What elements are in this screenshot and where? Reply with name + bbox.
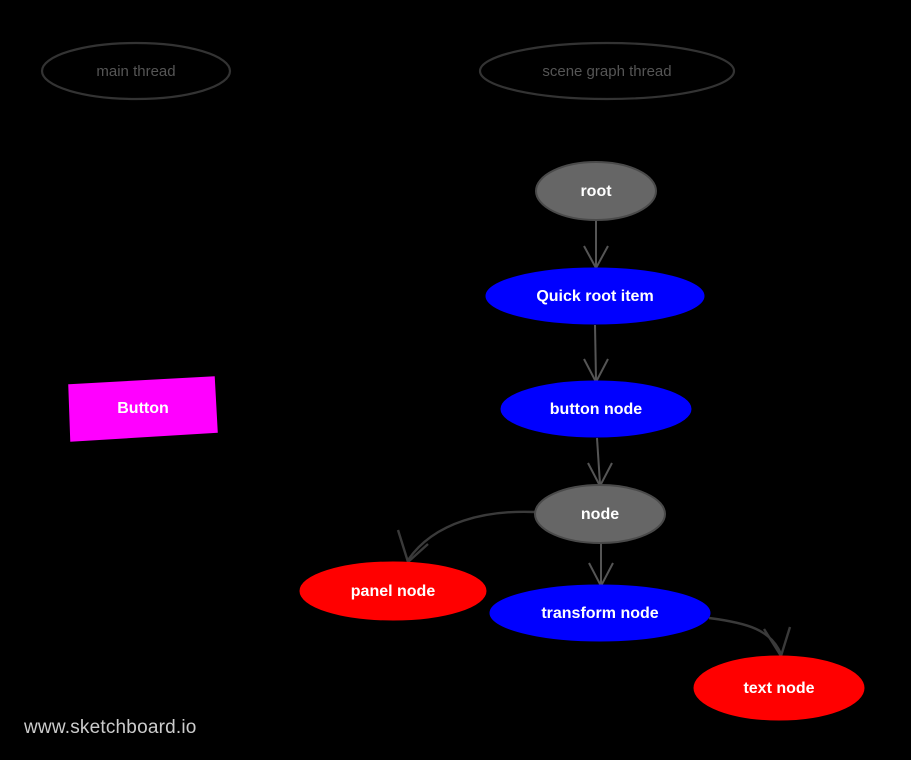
node-shape[interactable]	[500, 380, 692, 438]
node-shape[interactable]	[68, 376, 218, 442]
edge-line	[594, 324, 597, 381]
node-quick-root-item[interactable]: Quick root item	[485, 267, 705, 325]
edge-quick-root-item-to-button-node	[583, 324, 609, 385]
edge-line	[407, 510, 536, 561]
edge-node-to-transform-node	[588, 543, 614, 589]
node-shape[interactable]	[489, 584, 711, 642]
edge-node-to-panel-node	[396, 510, 536, 565]
thread-label: main thread	[96, 63, 175, 80]
thread-main-thread[interactable]: main thread	[40, 41, 232, 101]
node-button-node[interactable]: button node	[500, 380, 692, 438]
node-transform-node[interactable]: transform node	[489, 584, 711, 642]
edge-root-to-quick-root-item	[583, 220, 609, 271]
edge-line	[596, 437, 601, 485]
threads-group: main thread scene graph thread	[40, 41, 736, 101]
node-button[interactable]: Button	[68, 376, 218, 442]
node-shape[interactable]	[485, 267, 705, 325]
node-panel-node[interactable]: panel node	[299, 561, 487, 621]
arrowhead-icon	[396, 529, 429, 565]
node-text-node[interactable]: text node	[693, 655, 865, 721]
thread-label: scene graph thread	[542, 63, 671, 80]
node-root[interactable]: root	[535, 161, 657, 221]
thread-scene-graph-thread[interactable]: scene graph thread	[478, 41, 736, 101]
edge-button-node-to-node	[587, 437, 613, 489]
node-shape[interactable]	[693, 655, 865, 721]
thread-ellipse[interactable]	[478, 41, 736, 101]
nodes-group: root Quick root item button node node pa…	[68, 161, 865, 721]
edge-transform-node-to-text-node	[708, 616, 792, 659]
node-shape[interactable]	[299, 561, 487, 621]
watermark: www.sketchboard.io	[23, 717, 197, 738]
thread-ellipse[interactable]	[40, 41, 232, 101]
node-shape[interactable]	[535, 161, 657, 221]
node-node[interactable]: node	[534, 484, 666, 544]
arrowhead-icon	[762, 626, 792, 659]
edge-line	[708, 616, 783, 655]
node-shape[interactable]	[534, 484, 666, 544]
